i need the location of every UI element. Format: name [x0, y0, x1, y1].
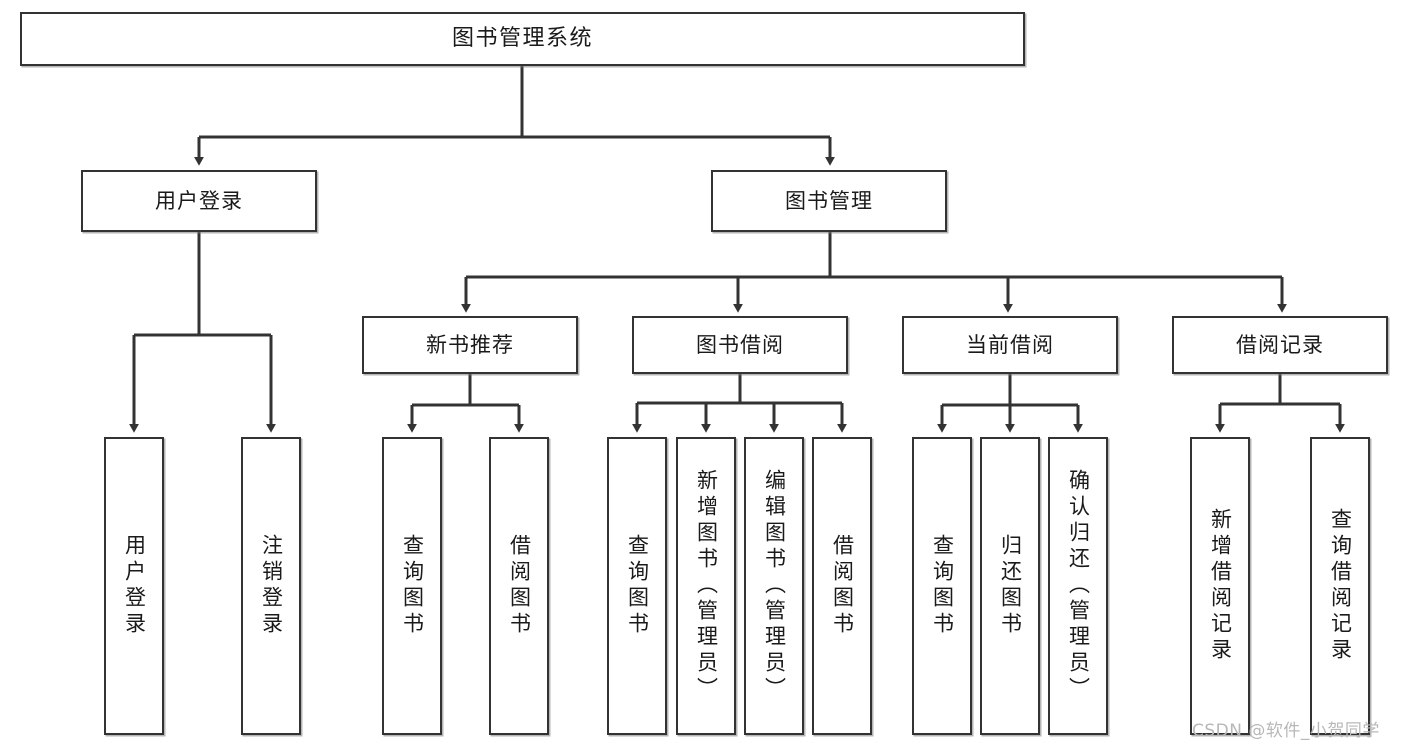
leaf-user-login-logout[interactable]: 注销登录 [241, 437, 301, 735]
node-root-system[interactable]: 图书管理系统 [20, 12, 1025, 66]
csdn-watermark: CSDN @软件_小贺同学 [1192, 721, 1380, 741]
node-label: 注销登录 [259, 534, 284, 638]
leaf-record-query-record[interactable]: 查询借阅记录 [1310, 437, 1370, 735]
leaf-borrow-add-book[interactable]: 新增图书（管理员） [676, 437, 736, 735]
node-label: 借阅记录 [1236, 332, 1324, 357]
node-label: 新书推荐 [426, 332, 514, 357]
leaf-borrow-edit-book[interactable]: 编辑图书（管理员） [744, 437, 804, 735]
node-label: 新增图书（管理员） [694, 469, 719, 703]
node-book-borrow[interactable]: 图书借阅 [632, 316, 848, 374]
node-label: 查询图书 [625, 534, 650, 638]
leaf-borrow-query-book[interactable]: 查询图书 [607, 437, 667, 735]
node-label: 编辑图书（管理员） [762, 469, 787, 703]
node-current-borrow[interactable]: 当前借阅 [902, 316, 1118, 374]
node-book-management[interactable]: 图书管理 [711, 170, 947, 232]
leaf-current-return-book[interactable]: 归还图书 [980, 437, 1040, 735]
leaf-record-add-record[interactable]: 新增借阅记录 [1190, 437, 1250, 735]
node-new-book-recommend[interactable]: 新书推荐 [362, 316, 578, 374]
node-label: 用户登录 [122, 534, 147, 638]
node-user-login[interactable]: 用户登录 [81, 170, 317, 232]
leaf-recommend-borrow-book[interactable]: 借阅图书 [489, 437, 549, 735]
node-label: 图书借阅 [696, 332, 784, 357]
node-label: 查询图书 [930, 534, 955, 638]
node-label: 图书管理 [785, 188, 873, 213]
node-label: 用户登录 [155, 188, 243, 213]
node-label: 借阅图书 [830, 534, 855, 638]
node-label: 新增借阅记录 [1208, 508, 1233, 664]
node-label: 当前借阅 [966, 332, 1054, 357]
node-label: 查询借阅记录 [1328, 508, 1353, 664]
leaf-borrow-borrow-book[interactable]: 借阅图书 [812, 437, 872, 735]
node-label: 查询图书 [400, 534, 425, 638]
leaf-current-confirm-return[interactable]: 确认归还（管理员） [1048, 437, 1108, 735]
node-label: 图书管理系统 [451, 26, 593, 52]
node-label: 确认归还（管理员） [1066, 469, 1091, 703]
node-label: 借阅图书 [507, 534, 532, 638]
node-borrow-record[interactable]: 借阅记录 [1172, 316, 1388, 374]
node-label: 归还图书 [998, 534, 1023, 638]
leaf-current-query-book[interactable]: 查询图书 [912, 437, 972, 735]
leaf-user-login-login[interactable]: 用户登录 [104, 437, 164, 735]
leaf-recommend-query-book[interactable]: 查询图书 [382, 437, 442, 735]
